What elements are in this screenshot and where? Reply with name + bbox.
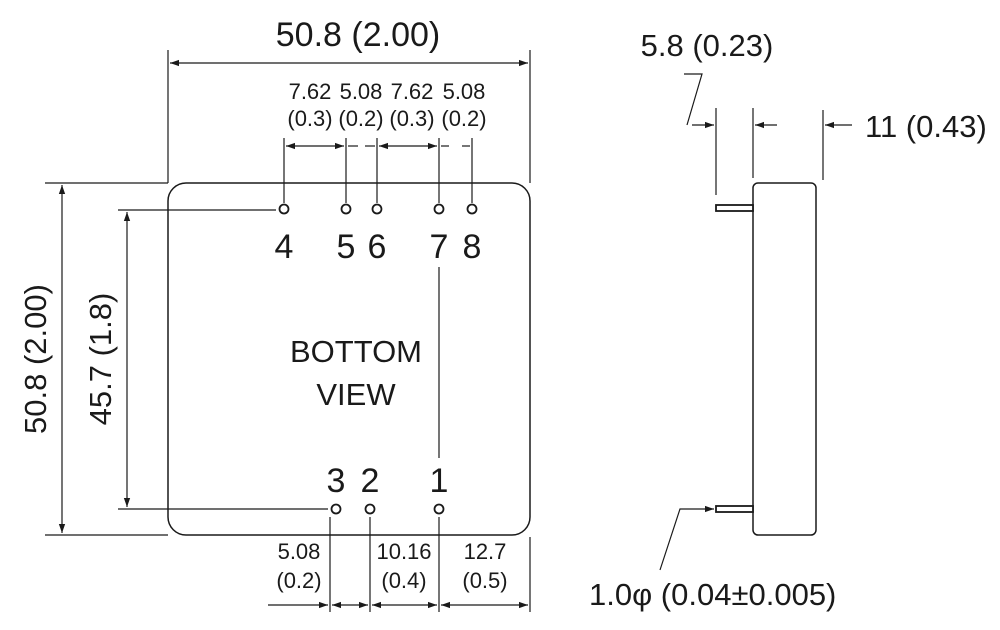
- pin-8-label: 8: [463, 228, 482, 266]
- top-pin-row: 4 5 6 7 8: [275, 203, 482, 266]
- pitch-5-6-in: (0.2): [338, 106, 383, 131]
- pin-3-label: 3: [327, 462, 346, 500]
- pitch-1-edge-in: (0.5): [462, 568, 507, 593]
- thickness-dimension: 11 (0.43): [822, 109, 987, 180]
- pin-length-label: 5.8 (0.23): [641, 28, 774, 63]
- module-body-side-view: [752, 182, 817, 536]
- thickness-label: 11 (0.43): [865, 109, 987, 144]
- pin-diameter-callout: 1.0φ (0.04±0.005): [589, 505, 836, 612]
- pitch-7-8-mm: 5.08: [443, 79, 486, 104]
- overall-height-label: 50.8 (2.00): [18, 284, 53, 434]
- pin-8-hole: [466, 203, 478, 215]
- pin-4-label: 4: [275, 228, 294, 266]
- bottom-view-label-line1: BOTTOM: [290, 334, 422, 369]
- overall-width-dimension: 50.8 (2.00): [167, 16, 531, 183]
- pin-7-hole: [433, 203, 445, 215]
- pin-6-label: 6: [368, 228, 387, 266]
- pin-1-hole: [433, 503, 445, 515]
- pin-5-label: 5: [337, 228, 356, 266]
- bottom-view-label-line2: VIEW: [316, 377, 396, 412]
- row-spacing-label: 45.7 (1.8): [83, 293, 118, 426]
- pitch-4-5-in: (0.3): [287, 106, 332, 131]
- pitch-5-6-mm: 5.08: [340, 79, 383, 104]
- pitch-2-1-in: (0.4): [381, 568, 426, 593]
- pin-7-label: 7: [430, 228, 449, 266]
- bottom-pin-row: 3 2 1: [327, 462, 449, 515]
- pitch-3-2-in: (0.2): [276, 568, 321, 593]
- pitch-3-2-mm: 5.08: [278, 539, 321, 564]
- pitch-6-7-mm: 7.62: [391, 79, 434, 104]
- pitch-1-edge-mm: 12.7: [464, 539, 507, 564]
- pin-3-hole: [330, 503, 342, 515]
- pin-length-dimension: 5.8 (0.23): [641, 28, 777, 195]
- pin-2-label: 2: [361, 462, 380, 500]
- pin-2-hole: [364, 503, 376, 515]
- pitch-2-1-mm: 10.16: [376, 539, 431, 564]
- overall-height-dimension: 50.8 (2.00): [18, 182, 168, 536]
- side-pin-top: [715, 204, 754, 212]
- pitch-4-5-mm: 7.62: [289, 79, 332, 104]
- overall-width-label: 50.8 (2.00): [276, 16, 440, 54]
- pitch-6-7-in: (0.3): [389, 106, 434, 131]
- pin-5-hole: [340, 203, 352, 215]
- side-pin-bottom: [715, 505, 754, 513]
- pin-4-hole: [278, 203, 290, 215]
- top-pitch-dimensions: 7.62 (0.3) 5.08 (0.2) 7.62 (0.3) 5.08 (0…: [283, 79, 487, 203]
- pin-diameter-label: 1.0φ (0.04±0.005): [589, 577, 836, 612]
- module-body-bottom-view: [167, 182, 531, 536]
- row-spacing-dimension: 45.7 (1.8): [83, 209, 328, 510]
- pin-1-label: 1: [430, 462, 449, 500]
- pitch-7-8-in: (0.2): [441, 106, 486, 131]
- bottom-pitch-dimensions: 5.08 (0.2) 10.16 (0.4) 12.7 (0.5): [268, 517, 531, 612]
- pin-6-hole: [371, 203, 383, 215]
